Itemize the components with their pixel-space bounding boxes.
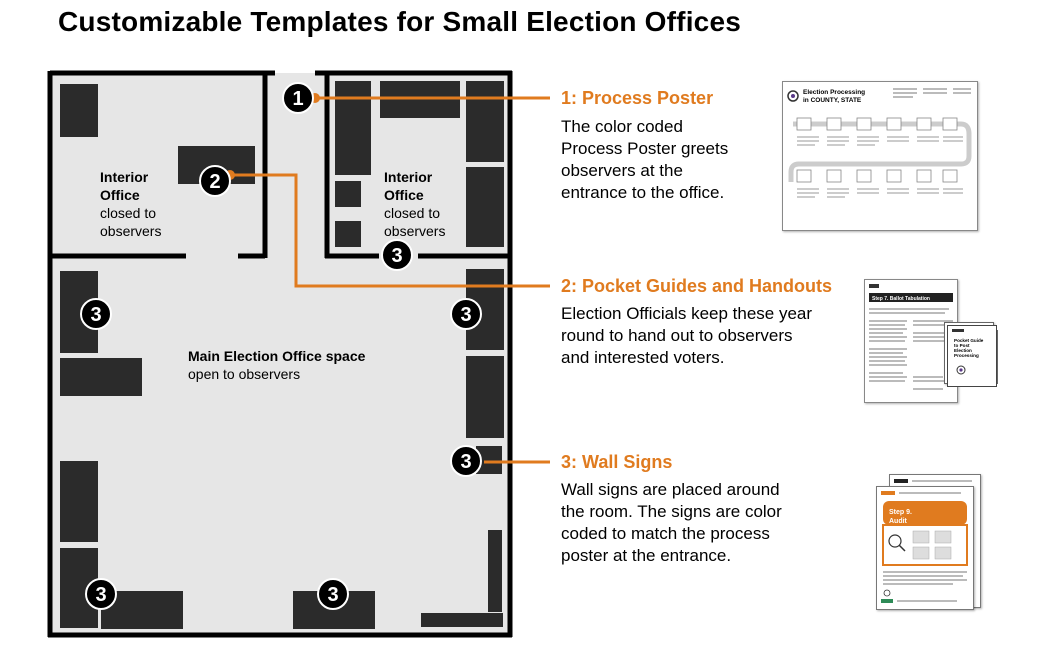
- marker-3: 3: [80, 298, 112, 330]
- svg-text:3: 3: [95, 584, 106, 606]
- svg-text:to Post: to Post: [954, 343, 970, 348]
- pocket-guide-cover: Pocket Guide to Post Election Processing: [947, 325, 997, 387]
- marker-1: 1: [282, 82, 314, 114]
- svg-text:1: 1: [292, 88, 303, 110]
- svg-text:in COUNTY, STATE: in COUNTY, STATE: [803, 97, 862, 104]
- callout-heading-pocket-guides: 2: Pocket Guides and Handouts: [561, 276, 833, 296]
- process-poster-thumbnail: Election Processing in COUNTY, STATE: [782, 81, 978, 231]
- callout-line: Election Officials keep these year: [561, 304, 813, 323]
- svg-text:Step 9.: Step 9.: [889, 509, 912, 516]
- handout-thumbnail: Step 7. Ballot Tabulation: [864, 279, 958, 403]
- interior-office-left-label: Interior Office closed to observers: [100, 168, 161, 240]
- marker-3: 3: [450, 298, 482, 330]
- callout-heading-wall-signs: 3: Wall Signs: [561, 452, 673, 472]
- callout-line: Process Poster greets: [561, 139, 729, 158]
- svg-text:Audit: Audit: [889, 518, 908, 525]
- callout-line: and interested voters.: [561, 348, 725, 367]
- callout-line: coded to match the process: [561, 524, 770, 543]
- room-subtitle-line: observers: [384, 223, 446, 239]
- callout-line: round to hand out to observers: [561, 326, 793, 345]
- svg-text:Election: Election: [954, 348, 972, 353]
- wall-sign-back-graphic: [894, 479, 972, 483]
- svg-text:3: 3: [460, 304, 471, 326]
- callout-line: The color coded: [561, 117, 683, 136]
- marker-3: 3: [381, 239, 413, 271]
- callout-text-process-poster: The color coded Process Poster greets ob…: [561, 116, 728, 204]
- main-office-label: Main Election Office space open to obser…: [188, 347, 365, 383]
- interior-walls: [52, 73, 512, 259]
- svg-text:Processing: Processing: [954, 353, 979, 358]
- callout-line: the room. The signs are color: [561, 502, 782, 521]
- main-office-title: Main Election Office space: [188, 348, 366, 364]
- callout-heading-process-poster: 1: Process Poster: [561, 88, 714, 108]
- interior-office-right-label: Interior Office closed to observers: [384, 168, 445, 240]
- room-subtitle-line: observers: [100, 223, 162, 239]
- floor: [52, 73, 512, 635]
- marker-3: 3: [450, 445, 482, 477]
- svg-text:2: 2: [209, 171, 220, 193]
- marker-2: 2: [199, 165, 231, 197]
- wall-sign-thumbnail: Step 9. Audit: [876, 486, 974, 610]
- svg-text:3: 3: [327, 584, 338, 606]
- connector-lines: [230, 96, 550, 464]
- room-title-line: Interior: [384, 169, 433, 185]
- process-poster-graphic: Election Processing in COUNTY, STATE: [787, 88, 972, 198]
- svg-text:Pocket Guide: Pocket Guide: [954, 338, 984, 343]
- callout-line: observers at the: [561, 161, 683, 180]
- wall-sign-graphic: Step 9. Audit: [881, 491, 968, 603]
- room-title-line: Office: [100, 187, 140, 203]
- svg-text:3: 3: [391, 245, 402, 267]
- callout-text-wall-signs: Wall signs are placed around the room. T…: [561, 479, 782, 567]
- svg-text:3: 3: [460, 451, 471, 473]
- handout-graphic: Step 7. Ballot Tabulation: [869, 284, 953, 390]
- room-title-line: Office: [384, 187, 424, 203]
- furniture: [60, 81, 504, 629]
- room-subtitle-line: closed to: [100, 205, 157, 221]
- marker-3: 3: [85, 578, 117, 610]
- room-subtitle-line: closed to: [384, 205, 441, 221]
- marker-3: 3: [317, 578, 349, 610]
- page-title: Customizable Templates for Small Electio…: [58, 6, 742, 37]
- callout-line: Wall signs are placed around: [561, 480, 780, 499]
- svg-text:Election Processing: Election Processing: [803, 89, 865, 96]
- svg-text:Step 7. Ballot Tabulation: Step 7. Ballot Tabulation: [872, 296, 930, 302]
- callout-line: entrance to the office.: [561, 183, 725, 202]
- main-office-subtitle: open to observers: [188, 366, 301, 382]
- svg-text:3: 3: [90, 304, 101, 326]
- pocket-guide-graphic: Pocket Guide to Post Election Processing: [952, 329, 984, 375]
- callout-text-pocket-guides: Election Officials keep these year round…: [561, 303, 812, 369]
- callout-line: poster at the entrance.: [561, 546, 732, 565]
- room-title-line: Interior: [100, 169, 149, 185]
- outer-walls: [47, 70, 513, 638]
